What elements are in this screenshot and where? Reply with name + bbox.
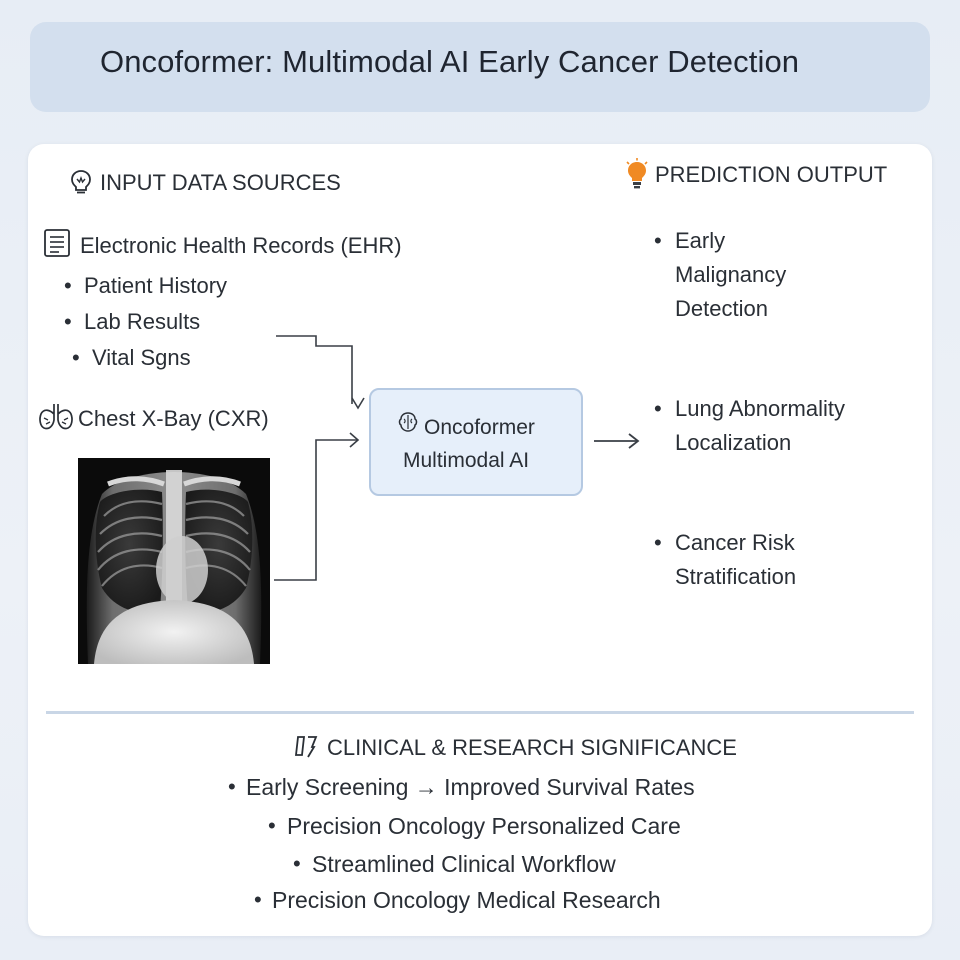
document-icon bbox=[44, 229, 70, 257]
ehr-item-vital-signs: Vital Sgns bbox=[92, 345, 191, 370]
bullet: • bbox=[254, 887, 262, 912]
outputs-heading: PREDICTION OUTPUT bbox=[655, 162, 888, 187]
bullet: • bbox=[64, 309, 72, 334]
output-early-line3: Detection bbox=[675, 296, 768, 321]
significance-item-workflow: Streamlined Clinical Workflow bbox=[312, 851, 616, 877]
output-lung-line1: Lung Abnormality bbox=[675, 396, 845, 421]
research-icon bbox=[294, 736, 318, 758]
lightbulb-icon bbox=[71, 170, 91, 194]
significance-heading: CLINICAL & RESEARCH SIGNIFICANCE bbox=[327, 735, 737, 760]
brain-icon bbox=[398, 412, 418, 432]
lungs-icon bbox=[39, 404, 73, 430]
significance-item-research: Precision Oncology Medical Research bbox=[272, 887, 661, 913]
ehr-item-lab-results: Lab Results bbox=[84, 309, 201, 334]
bullet: • bbox=[72, 345, 80, 370]
significance-item-screening: Early Screening → Improved Survival Rate… bbox=[246, 774, 695, 800]
output-connector-arrowhead bbox=[628, 433, 640, 449]
bullet: • bbox=[654, 396, 662, 421]
output-risk-line1: Cancer Risk bbox=[675, 530, 795, 555]
chest-xray-drawing bbox=[78, 458, 270, 664]
ehr-label: Electronic Health Records (EHR) bbox=[80, 233, 402, 258]
bullet: • bbox=[654, 530, 662, 555]
model-node bbox=[369, 388, 583, 496]
significance-item-personalized-care: Precision Oncology Personalized Care bbox=[287, 813, 681, 839]
output-early-line2: Malignancy bbox=[675, 262, 787, 287]
inputs-heading: INPUT DATA SOURCES bbox=[100, 170, 341, 195]
cxr-label: Chest X-Bay (CXR) bbox=[78, 406, 269, 431]
bullet: • bbox=[268, 813, 276, 838]
ehr-connector-arrowhead bbox=[351, 397, 365, 410]
output-risk-line2: Stratification bbox=[675, 564, 797, 589]
cxr-connector-arrowhead bbox=[349, 432, 360, 448]
title-bar bbox=[30, 22, 930, 112]
lightbulb-icon bbox=[626, 158, 648, 189]
output-lung-line2: Localization bbox=[675, 430, 792, 455]
chest-xray-image bbox=[78, 458, 270, 664]
bullet: • bbox=[64, 273, 72, 298]
section-divider bbox=[46, 711, 914, 714]
model-label-line1: Oncoformer bbox=[424, 416, 535, 439]
cxr-connector bbox=[274, 439, 358, 581]
bullet: • bbox=[654, 228, 662, 253]
model-label-line2: Multimodal AI bbox=[403, 449, 530, 472]
page-title: Oncoformer: Multimodal AI Early Cancer D… bbox=[100, 44, 800, 79]
bullet: • bbox=[293, 851, 301, 876]
ehr-item-patient-history: Patient History bbox=[84, 273, 228, 298]
output-early-line1: Early bbox=[675, 228, 726, 253]
ehr-connector bbox=[276, 335, 353, 404]
bullet: • bbox=[228, 774, 236, 799]
